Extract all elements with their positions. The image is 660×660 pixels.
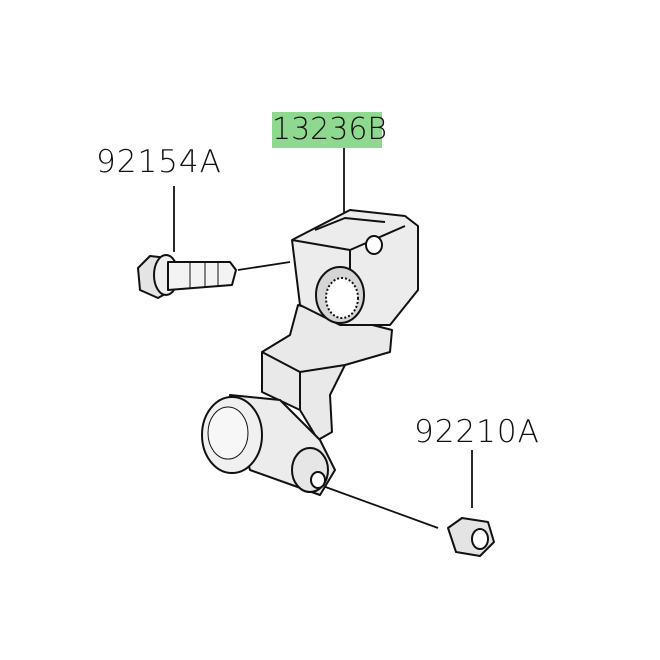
leader-lines [173,148,473,529]
part-label-92210A[interactable]: 92210A [414,414,540,450]
part-label-92154A[interactable]: 92154A [96,144,222,180]
lever-arm [261,304,393,441]
nut-92210A [447,517,495,557]
bolt-92154A [137,254,237,299]
clamp-13236B [291,209,419,326]
ball-joint [201,394,336,496]
part-label-13236B[interactable]: 13236B [272,112,388,148]
